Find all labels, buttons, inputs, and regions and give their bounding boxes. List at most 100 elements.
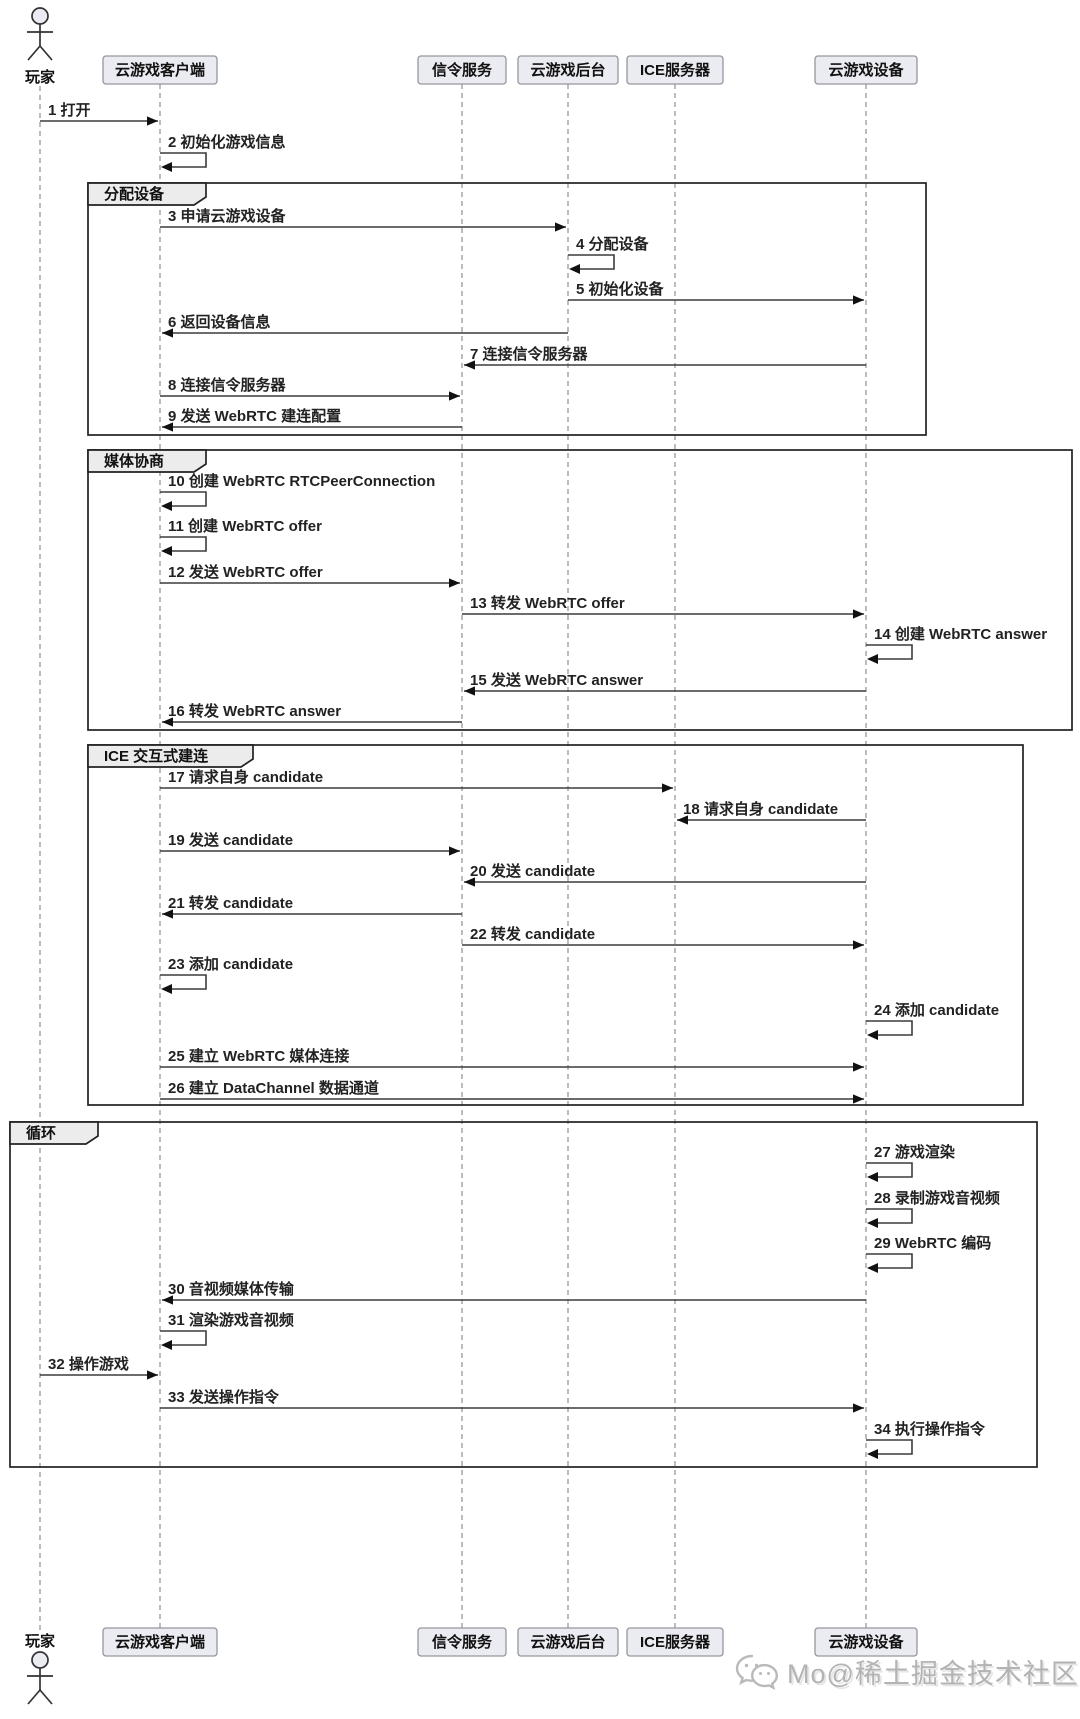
participant-label-bottom-player: 玩家 [25,1632,55,1650]
message-30: 30 音视频媒体传输 [162,1280,866,1305]
message-23: 23 添加 candidate [160,955,293,994]
message-14: 14 创建 WebRTC answer [866,625,1047,664]
message-8: 8 连接信令服务器 [160,376,460,401]
participant-box-bottom-signal [417,1627,507,1657]
participant-label-bottom-device: 云游戏设备 [828,1633,904,1651]
message-13: 13 转发 WebRTC offer [462,594,864,619]
message-10: 10 创建 WebRTC RTCPeerConnection [160,472,435,511]
message-label-14: 14 创建 WebRTC answer [874,625,1047,643]
message-3: 3 申请云游戏设备 [160,207,566,232]
message-11: 11 创建 WebRTC offer [160,517,322,556]
message-label-13: 13 转发 WebRTC offer [470,594,625,612]
message-2: 2 初始化游戏信息 [160,133,286,172]
message-12: 12 发送 WebRTC offer [160,563,460,588]
participant-label-top-client: 云游戏客户端 [115,61,205,79]
message-label-9: 9 发送 WebRTC 建连配置 [168,407,341,425]
message-1: 1 打开 [40,101,158,126]
watermark: Mo@稀土掘金技术社区 [735,1652,1079,1691]
message-label-20: 20 发送 candidate [470,862,595,880]
message-7: 7 连接信令服务器 [464,345,866,370]
message-15: 15 发送 WebRTC answer [464,671,866,696]
message-22: 22 转发 candidate [462,925,864,950]
participant-box-top-signal [417,55,507,85]
message-label-29: 29 WebRTC 编码 [874,1234,991,1252]
message-label-28: 28 录制游戏音视频 [874,1189,1000,1207]
group-frame-1 [87,182,927,436]
participant-box-bottom-device [814,1627,918,1657]
message-label-19: 19 发送 candidate [168,831,293,849]
message-label-5: 5 初始化设备 [576,280,665,298]
message-label-25: 25 建立 WebRTC 媒体连接 [168,1047,349,1065]
message-label-23: 23 添加 candidate [168,955,293,973]
message-label-30: 30 音视频媒体传输 [168,1280,295,1298]
group-label-2: 媒体协商 [104,452,164,470]
message-label-16: 16 转发 WebRTC answer [168,702,341,720]
message-label-26: 26 建立 DataChannel 数据通道 [168,1079,379,1097]
message-label-11: 11 创建 WebRTC offer [168,517,322,535]
participant-label-bottom-client: 云游戏客户端 [115,1633,205,1651]
message-label-4: 4 分配设备 [576,235,650,253]
message-25: 25 建立 WebRTC 媒体连接 [160,1047,864,1072]
group-label-4: 循环 [26,1124,56,1142]
participant-label-top-signal: 信令服务 [432,61,493,79]
message-label-24: 24 添加 candidate [874,1001,999,1019]
message-label-10: 10 创建 WebRTC RTCPeerConnection [168,472,435,490]
message-label-15: 15 发送 WebRTC answer [470,671,643,689]
message-28: 28 录制游戏音视频 [866,1189,1000,1228]
participant-box-bottom-ice [626,1627,724,1657]
watermark-text: Mo@稀土掘金技术社区 [787,1659,1079,1689]
participant-label-top-player: 玩家 [25,68,55,86]
message-label-8: 8 连接信令服务器 [168,376,287,394]
message-19: 19 发送 candidate [160,831,460,856]
group-frame-4 [9,1121,1038,1468]
message-label-27: 27 游戏渲染 [874,1143,956,1161]
message-31: 31 渲染游戏音视频 [160,1311,294,1350]
message-label-2: 2 初始化游戏信息 [168,133,286,151]
group-label-1: 分配设备 [104,185,165,203]
participant-box-top-backend [517,55,619,85]
message-5: 5 初始化设备 [568,280,864,305]
message-label-34: 34 执行操作指令 [874,1420,986,1438]
message-26: 26 建立 DataChannel 数据通道 [160,1079,864,1104]
participant-label-top-backend: 云游戏后台 [530,61,605,79]
message-label-6: 6 返回设备信息 [168,313,271,331]
message-label-12: 12 发送 WebRTC offer [168,563,323,581]
message-label-3: 3 申请云游戏设备 [168,207,287,225]
actor-icon-top-player [27,7,53,61]
message-label-21: 21 转发 candidate [168,894,293,912]
message-27: 27 游戏渲染 [866,1143,956,1182]
participant-box-bottom-client [102,1627,218,1657]
actor-icon-bottom-player [27,1651,53,1705]
message-label-7: 7 连接信令服务器 [470,345,589,363]
message-4: 4 分配设备 [568,235,650,274]
message-29: 29 WebRTC 编码 [866,1234,991,1273]
message-label-18: 18 请求自身 candidate [683,800,838,818]
message-18: 18 请求自身 candidate [677,800,866,825]
group-tab-4 [9,1121,99,1145]
participant-box-top-client [102,55,218,85]
group-tab-2 [87,449,207,473]
message-21: 21 转发 candidate [162,894,462,919]
participant-box-top-device [814,55,918,85]
participant-label-top-device: 云游戏设备 [828,61,904,79]
participant-box-top-ice [626,55,724,85]
participant-box-bottom-backend [517,1627,619,1657]
participant-label-bottom-ice: ICE服务器 [640,1633,711,1651]
participant-label-bottom-signal: 信令服务 [432,1633,493,1651]
message-label-22: 22 转发 candidate [470,925,595,943]
message-33: 33 发送操作指令 [160,1388,864,1413]
message-17: 17 请求自身 candidate [160,768,673,793]
message-label-33: 33 发送操作指令 [168,1388,280,1406]
group-frame-2 [87,449,1073,731]
group-label-3: ICE 交互式建连 [104,747,209,765]
message-16: 16 转发 WebRTC answer [162,702,462,727]
message-label-17: 17 请求自身 candidate [168,768,323,786]
message-24: 24 添加 candidate [866,1001,999,1040]
message-6: 6 返回设备信息 [162,313,568,338]
message-20: 20 发送 candidate [464,862,866,887]
message-34: 34 执行操作指令 [866,1420,986,1459]
participant-label-top-ice: ICE服务器 [640,61,711,79]
group-tab-1 [87,182,207,206]
